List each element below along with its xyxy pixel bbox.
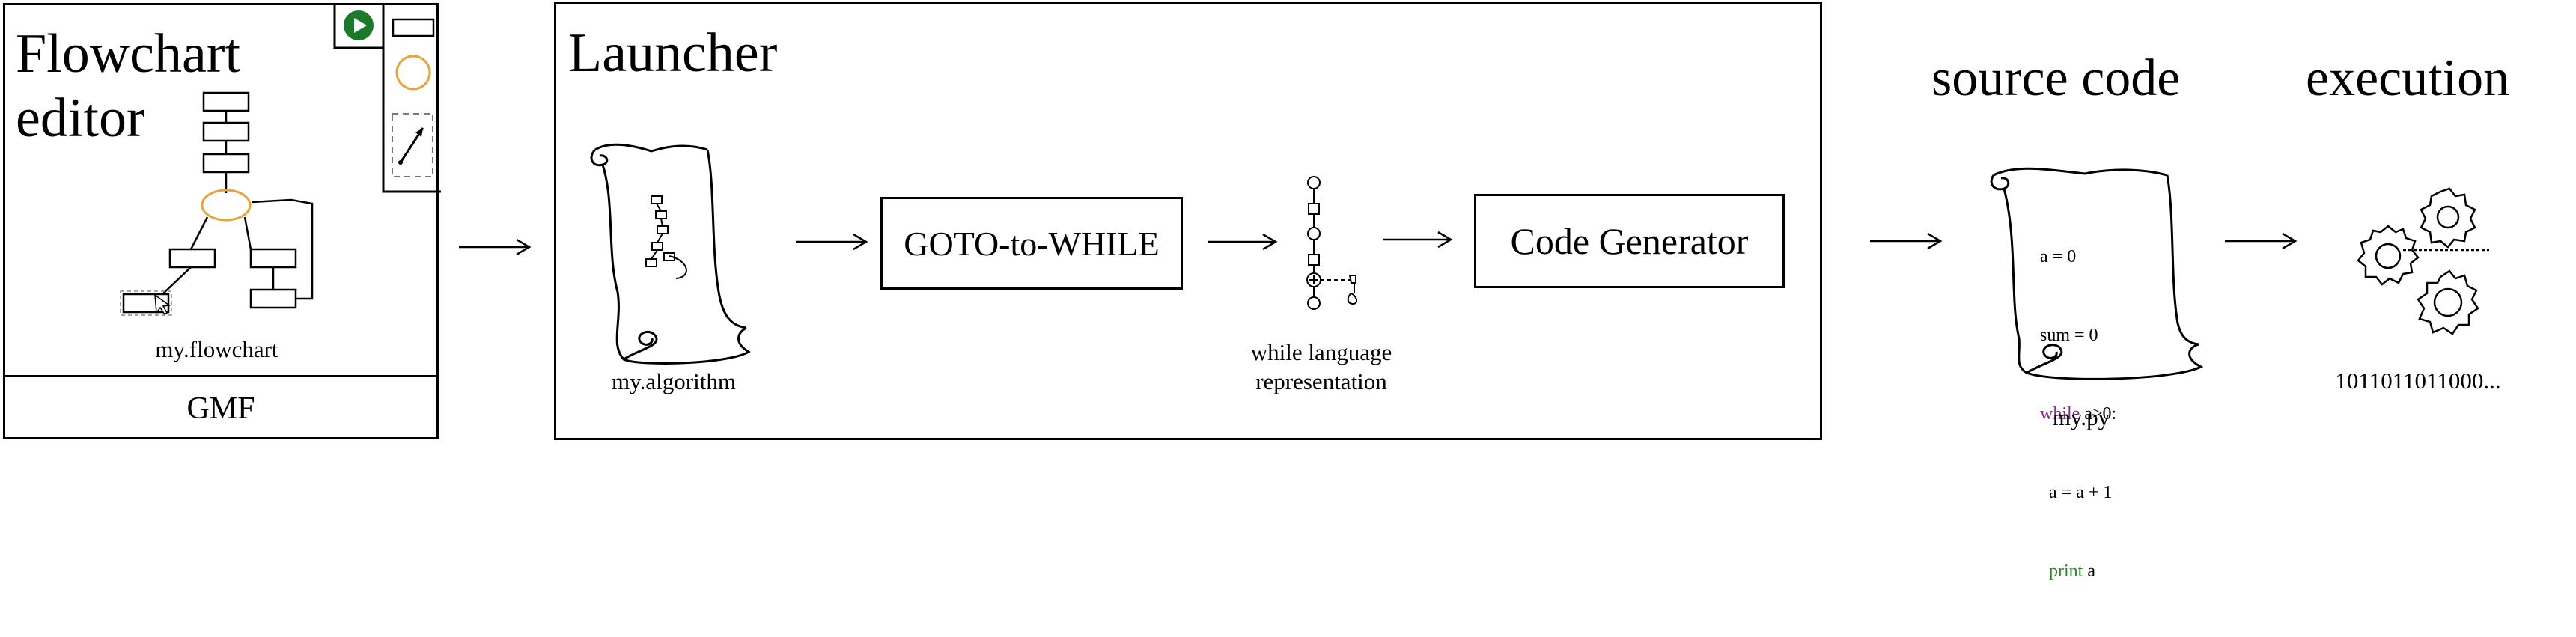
- editor-footer: GMF: [5, 375, 436, 439]
- code-line-2: sum = 0: [2040, 326, 2098, 345]
- code-line-3: while a>0:: [2040, 404, 2117, 424]
- arrow-source-to-execution-head: [2282, 232, 2298, 250]
- tool-palette: [333, 3, 441, 193]
- rectangle-tool-icon[interactable]: [392, 18, 435, 37]
- code-generator-box: Code Generator: [1474, 194, 1785, 288]
- circle-tool-icon[interactable]: [393, 52, 433, 93]
- while-keyword: while: [2040, 404, 2080, 424]
- algorithm-caption: my.algorithm: [612, 368, 736, 394]
- flowchart-drawing: [110, 84, 335, 331]
- editor-title-line1: Flowchart: [16, 23, 241, 85]
- tool-palette-frame: [333, 3, 441, 193]
- launcher-panel: Launcher: [554, 2, 1822, 440]
- launcher-title: Launcher: [568, 22, 778, 84]
- gmf-label: GMF: [186, 391, 255, 426]
- algorithm-scroll-icon: [580, 142, 752, 367]
- gears-icon: [2328, 187, 2493, 352]
- flowchart-file-caption: my.flowchart: [155, 336, 278, 362]
- while-caption-line1: while language: [1250, 339, 1392, 365]
- play-icon[interactable]: [342, 9, 375, 42]
- execution-output: 1011011011000...: [2335, 368, 2501, 394]
- editor-title-line2: editor: [16, 88, 145, 149]
- print-keyword: print: [2049, 561, 2083, 581]
- code-line-1: a = 0: [2040, 247, 2077, 266]
- arrow-editor-to-launcher-head: [516, 238, 532, 256]
- code-line-4: a = a + 1: [2040, 483, 2113, 502]
- goto-to-while-box: GOTO-to-WHILE: [880, 197, 1183, 290]
- while-caption-line2: representation: [1255, 368, 1387, 394]
- execution-heading: execution: [2306, 49, 2510, 107]
- flowchart-editor-panel: Flowchart editor: [3, 3, 441, 439]
- while-representation-graph: [1284, 150, 1374, 322]
- code-line-5: print a: [2049, 561, 2095, 581]
- arrow-launcher-to-source-head: [1927, 232, 1943, 250]
- source-file-caption: my.py: [2052, 404, 2110, 430]
- source-scroll-icon: a = 0 sum = 0 while a>0: a = a + 1 print…: [1988, 159, 2205, 581]
- connector-tool-icon[interactable]: [390, 112, 435, 179]
- source-code-heading: source code: [1931, 49, 2181, 107]
